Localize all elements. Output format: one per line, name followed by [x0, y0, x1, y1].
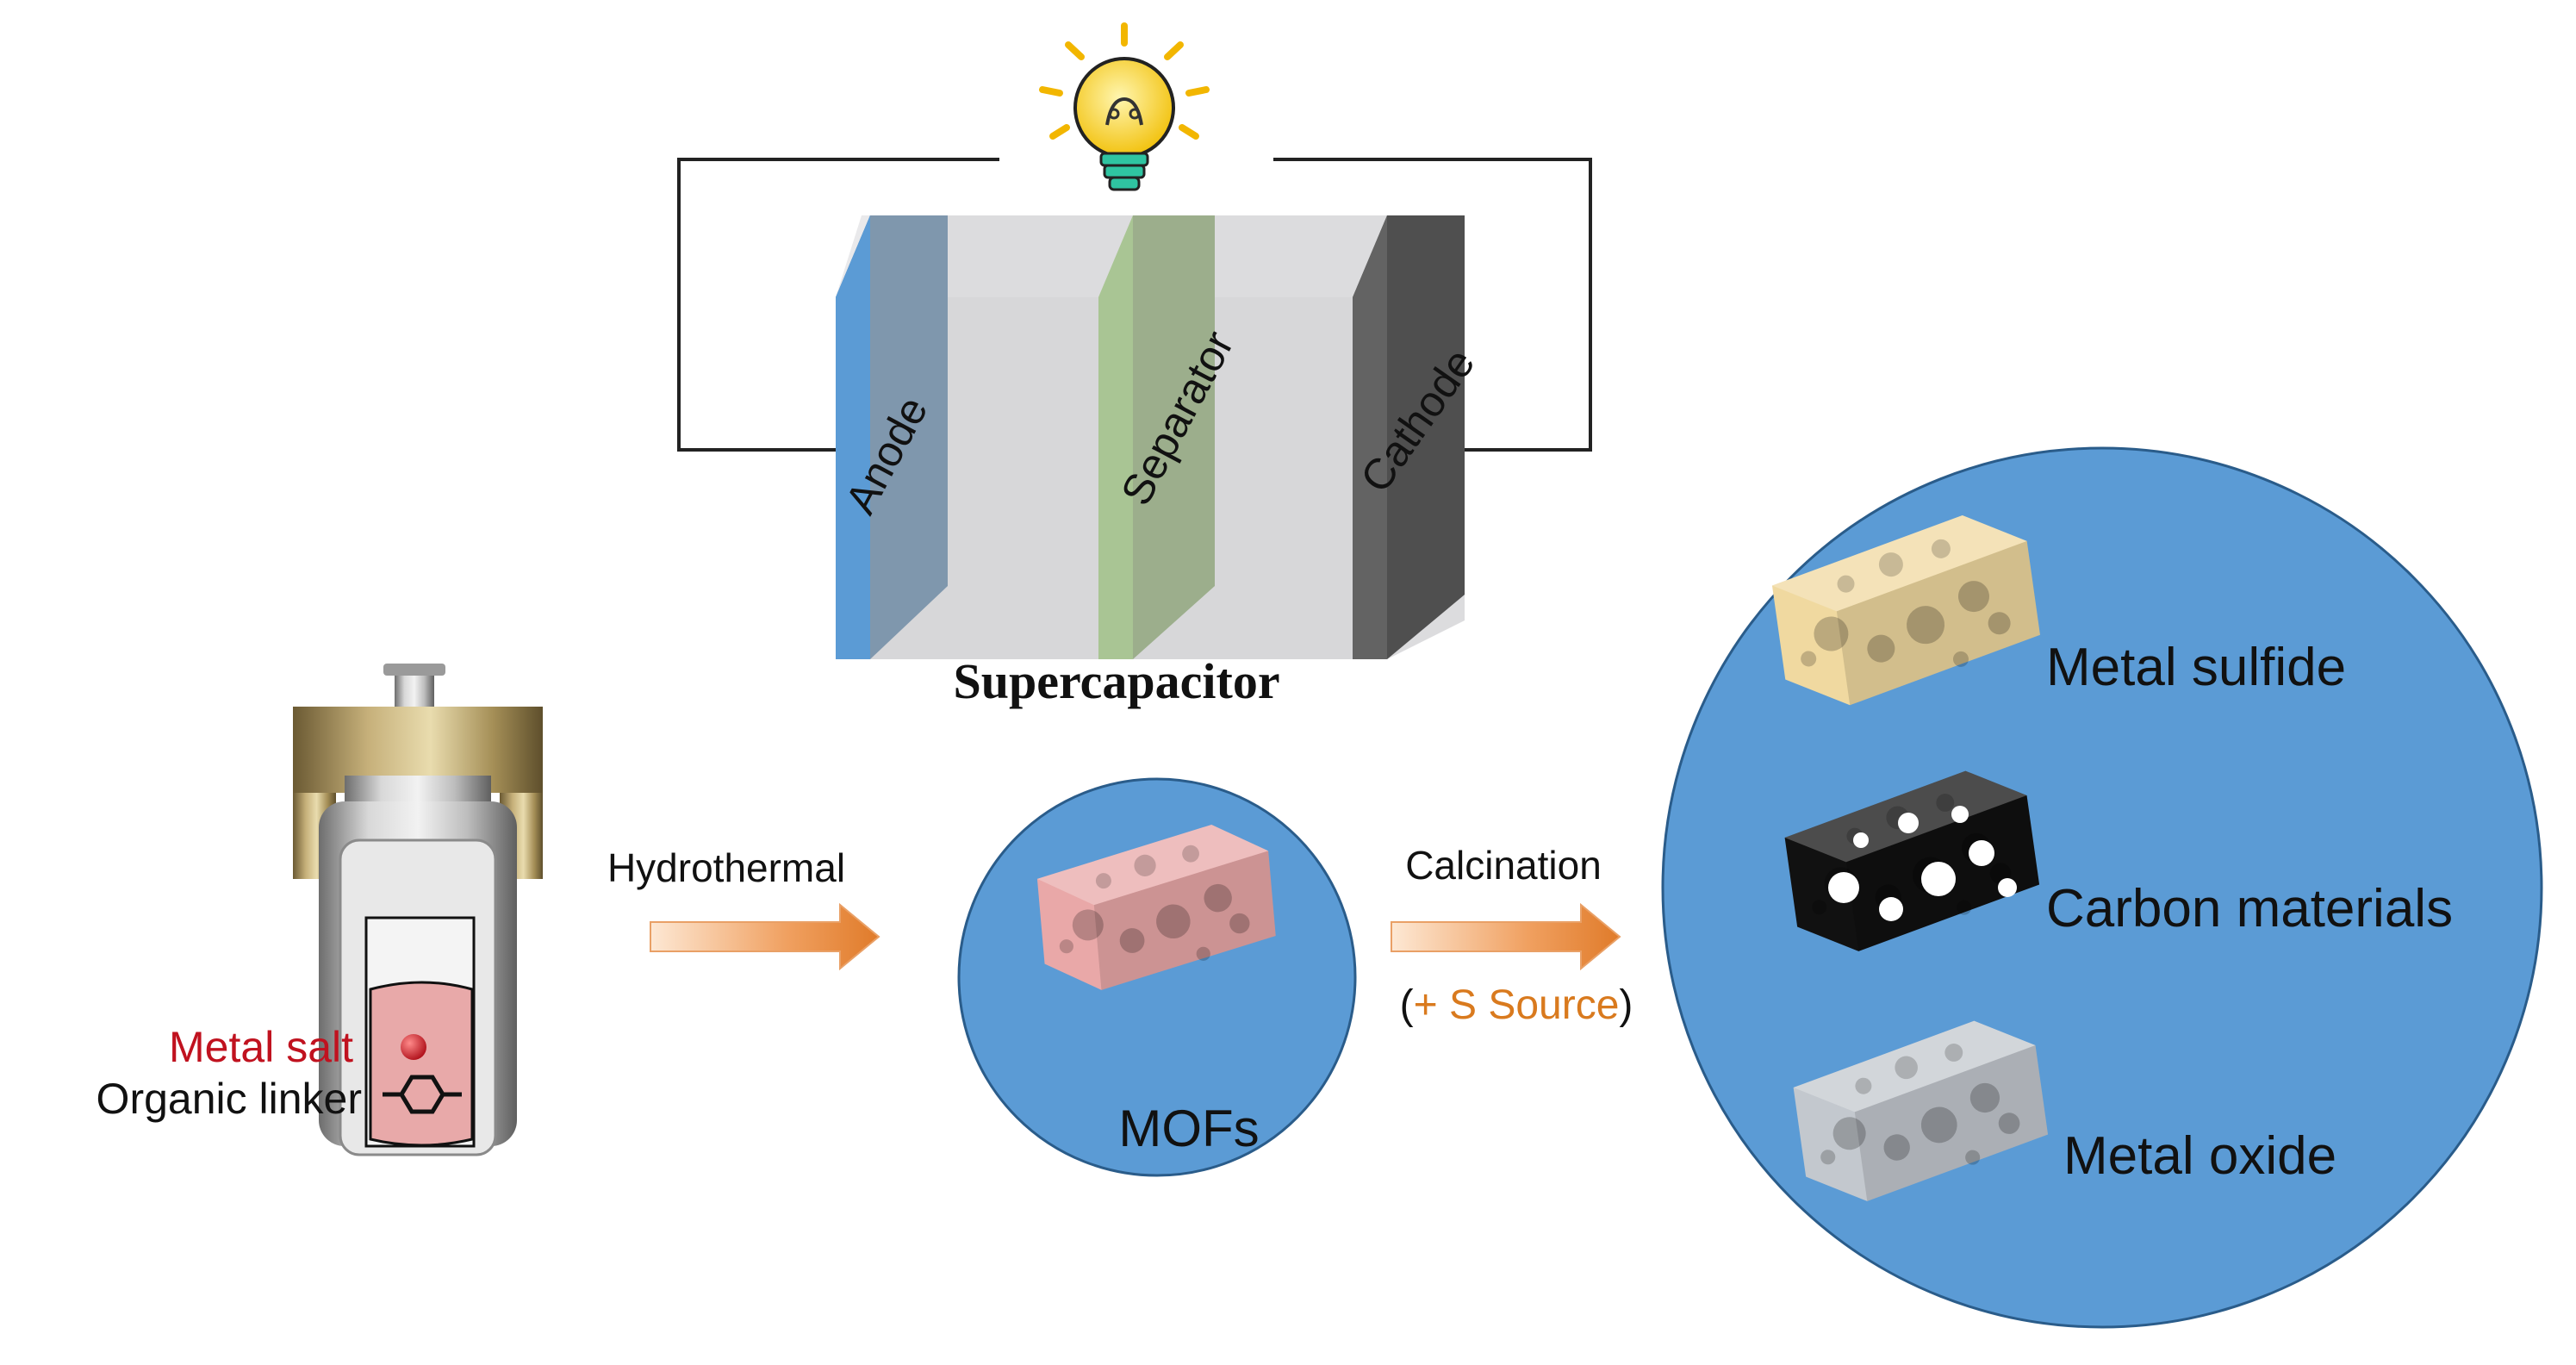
- supercapacitor-title: Supercapacitor: [953, 653, 1279, 709]
- hydrothermal-step: Hydrothermal: [607, 845, 880, 971]
- separator-plate: [1098, 215, 1215, 659]
- svg-text:(+ S Source): (+ S Source): [1400, 982, 1633, 1028]
- carbon-pores: [1828, 806, 2017, 921]
- circuit-wire-right: [1273, 158, 1592, 452]
- anode-plate: [836, 215, 948, 659]
- circuit-wire-left: [677, 158, 999, 452]
- hydrothermal-arrow: [650, 902, 880, 971]
- supercapacitor: Anode Separator Cathode Supercapacitor: [677, 22, 1592, 709]
- metal-sulfide-label: Metal sulfide: [2046, 638, 2346, 697]
- benzene-ring-icon: [383, 1075, 462, 1114]
- calcination-step: Calcination (+ S Source): [1391, 843, 1633, 1028]
- hydrothermal-label: Hydrothermal: [607, 845, 845, 890]
- hydrothermal-reactor: Metal salt Organic linker: [96, 664, 543, 1156]
- mofs-node: MOFs: [957, 777, 1357, 1177]
- s-source-open-paren: (: [1400, 982, 1414, 1028]
- calcination-label: Calcination: [1405, 843, 1602, 888]
- cathode-plate: [1353, 215, 1465, 659]
- metal-salt-ball-icon: [401, 1034, 426, 1060]
- reaction-solution: [369, 981, 474, 1147]
- calcination-arrow: [1391, 902, 1621, 971]
- organic-linker-label: Organic linker: [96, 1075, 362, 1123]
- carbon-materials-label: Carbon materials: [2046, 879, 2453, 938]
- mofs-label: MOFs: [1118, 1100, 1259, 1157]
- s-source-label: + S Source: [1414, 982, 1620, 1028]
- metal-oxide-label: Metal oxide: [2063, 1126, 2336, 1186]
- s-source-close-paren: ): [1619, 982, 1633, 1028]
- metal-salt-label: Metal salt: [169, 1023, 353, 1071]
- light-bulb-icon: [1039, 22, 1210, 191]
- products-node: Metal sulfide Carbon materials Metal oxi…: [1661, 446, 2543, 1329]
